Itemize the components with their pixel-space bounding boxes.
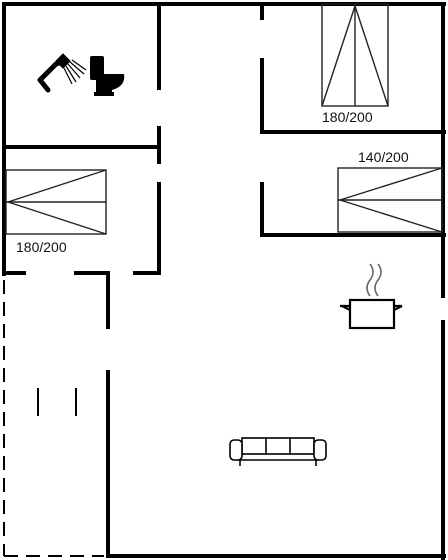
- bed-label-left: 180/200: [16, 239, 67, 255]
- terrace-outline: [3, 280, 104, 557]
- bed-label-right: 140/200: [358, 149, 409, 165]
- bed-label-top: 180/200: [322, 109, 373, 125]
- bed-top-right: [321, 3, 389, 107]
- bed-left: [5, 169, 107, 235]
- toilet-icon: [90, 56, 125, 96]
- cooking-pot-icon: [340, 263, 403, 330]
- bed-right: [337, 167, 443, 233]
- terrace-steps: [37, 388, 77, 416]
- sofa-icon: [229, 437, 327, 466]
- shower-icon: [37, 53, 87, 93]
